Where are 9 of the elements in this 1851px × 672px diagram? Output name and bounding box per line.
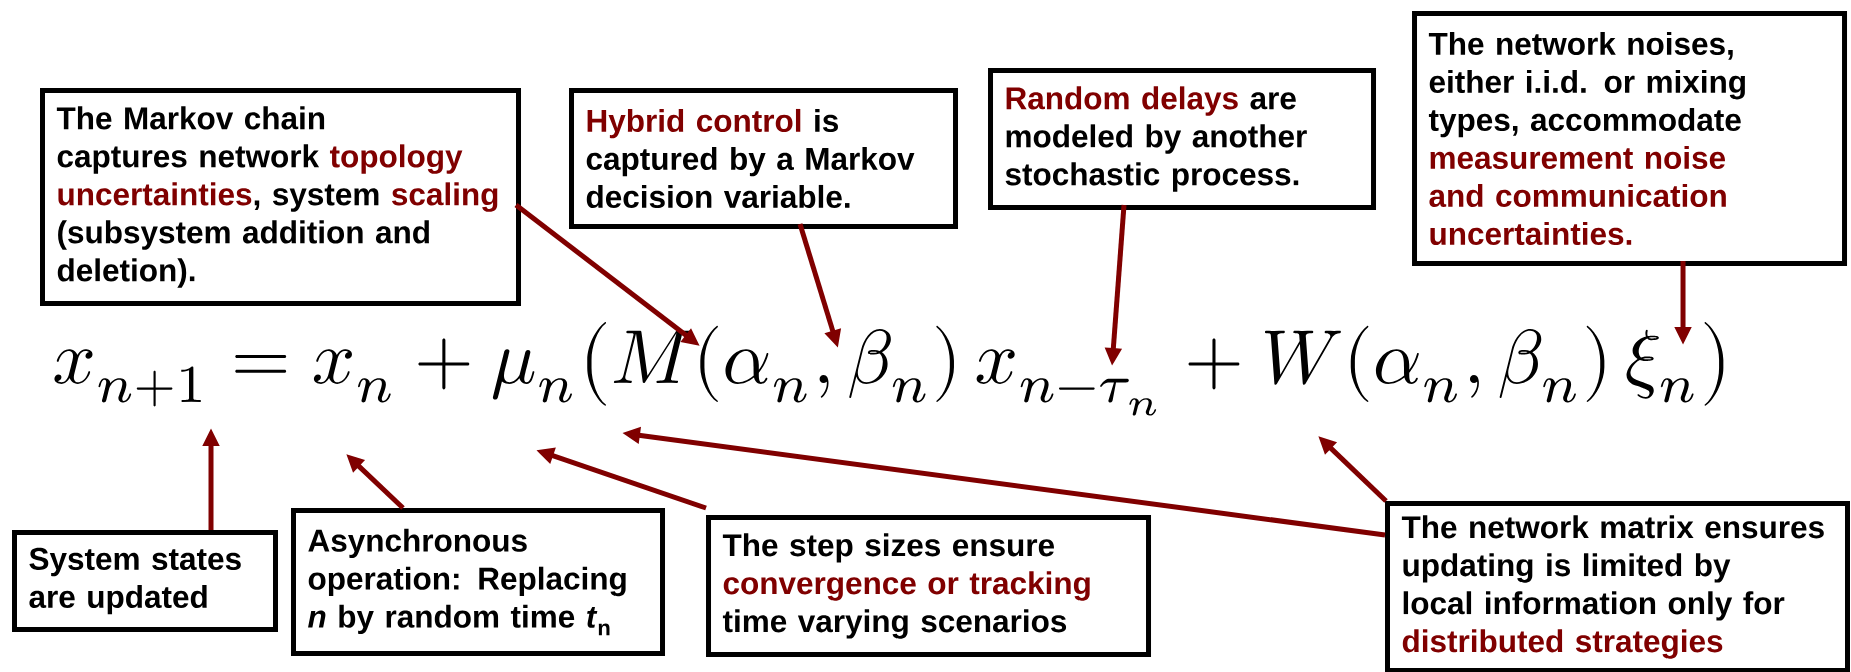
callout-box: System states are updated (12, 530, 278, 632)
callout-box: Asynchronous operation: Replacing n by random time t$_{n}$ (291, 508, 665, 656)
callout-box: The network matrix ensures updating is limited by local information only for distributed strategies (1385, 501, 1851, 672)
equation: $x_{n+1} = x_n + \mu_n \bigl(M(\alpha_n,\beta_n)\,x_{n-\tau_n} + W(\alpha_n,\beta_n)\,\xi_n\bigr)$ (54, 322, 1724, 416)
callout-box: The Markov chain captures network topology uncertainties, system scaling (subsystem addition and deletion). (40, 88, 521, 306)
callout-box: The step sizes ensure convergence or tracking time varying scenarios (706, 515, 1151, 657)
callout-box: The network noises, either i.i.d. or mixing types, accommodate measurement noise and communication uncertainties. (1412, 11, 1848, 266)
callout-box: Random delays are modeled by another stochastic process. (988, 68, 1376, 210)
callout-box: Hybrid control is captured by a Markov decision variable. (569, 88, 958, 229)
